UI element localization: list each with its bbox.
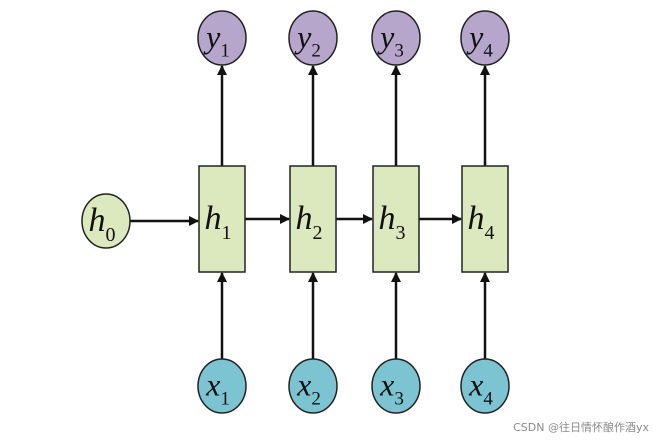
label-y3: y3 [377, 19, 404, 62]
label-h2: h2 [296, 200, 323, 244]
node-h1 [198, 165, 246, 273]
label-y4: y4 [466, 19, 493, 62]
node-h0 [81, 193, 131, 249]
label-h0: h0 [89, 202, 116, 246]
node-y2 [288, 10, 338, 66]
node-h2 [289, 165, 337, 273]
node-y1 [197, 10, 247, 66]
label-h4: h4 [468, 200, 495, 244]
node-y4 [460, 10, 510, 66]
node-x2 [288, 358, 338, 414]
label-h3: h3 [379, 200, 406, 244]
label-y2: y2 [294, 19, 321, 62]
nodes-layer: h0 h1 y1 x1 h2 y2 x2 h3 y3 x3 h4 y4 x4 [81, 10, 510, 414]
label-x1: x1 [205, 367, 230, 410]
label-x2: x2 [296, 367, 321, 410]
watermark: CSDN @往日情怀酿作酒yx [513, 421, 649, 434]
node-x4 [460, 358, 510, 414]
node-x3 [371, 358, 421, 414]
node-h4 [461, 165, 509, 273]
edges-layer [130, 65, 490, 359]
node-y3 [371, 10, 421, 66]
label-x4: x4 [468, 367, 493, 410]
label-h1: h1 [205, 200, 232, 244]
label-x3: x3 [379, 367, 404, 410]
node-x1 [197, 358, 247, 414]
node-h3 [372, 165, 420, 273]
label-y1: y1 [203, 19, 230, 62]
